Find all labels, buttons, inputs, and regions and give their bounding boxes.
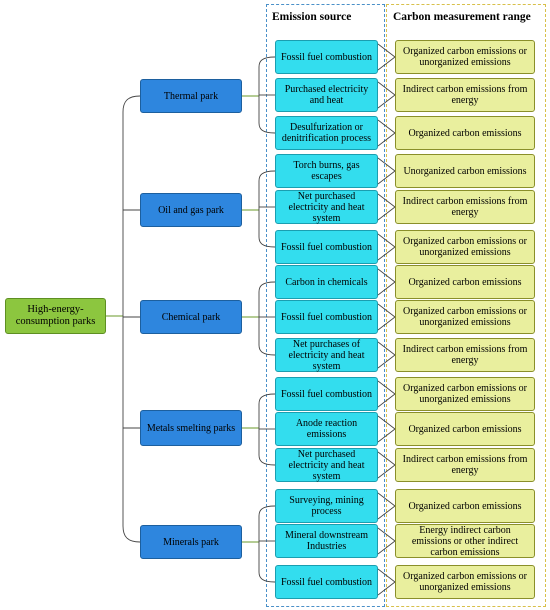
source-to-range-arrow [377,527,396,555]
park-node: Oil and gas park [140,193,242,227]
measurement-range-box: Indirect carbon emissions from energy [395,78,535,112]
source-bracket [258,393,276,466]
source-to-range-arrow [377,193,396,221]
emission-source-box: Surveying, mining process [275,489,378,523]
measurement-range-box: Energy indirect carbon emissions or othe… [395,524,535,558]
measurement-range-header: Carbon measurement range [393,11,531,23]
park-node: Metals smelting parks [140,410,242,446]
emission-source-box: Mineral downstream Industries [275,524,378,558]
park-node: Thermal park [140,79,242,113]
emission-source-box: Net purchases of electricity and heat sy… [275,338,378,372]
root-trunk [122,95,141,543]
source-to-range-arrow [377,81,396,109]
emission-source-box: Fossil fuel combustion [275,40,378,74]
measurement-range-box: Unorganized carbon emissions [395,154,535,188]
emission-source-box: Fossil fuel combustion [275,565,378,599]
source-bracket [258,505,276,583]
source-to-range-arrow [377,268,396,296]
emission-source-box: Fossil fuel combustion [275,230,378,264]
emission-source-box: Torch burns, gas escapes [275,154,378,188]
emission-source-box: Net purchased electricity and heat syste… [275,190,378,224]
source-bracket [258,281,276,356]
emission-source-box: Fossil fuel combustion [275,377,378,411]
measurement-range-box: Organized carbon emissions [395,489,535,523]
measurement-range-box: Organized carbon emissions or unorganize… [395,230,535,264]
park-node: Chemical park [140,300,242,334]
measurement-range-box: Indirect carbon emissions from energy [395,190,535,224]
source-to-range-arrow [377,341,396,369]
source-to-range-arrow [377,43,396,71]
emission-source-column-frame [266,4,385,607]
source-to-range-arrow [377,233,396,261]
emission-source-box: Fossil fuel combustion [275,300,378,334]
park-node: Minerals park [140,525,242,559]
measurement-range-box: Organized carbon emissions [395,265,535,299]
source-to-range-arrow [377,119,396,147]
measurement-range-box: Indirect carbon emissions from energy [395,338,535,372]
measurement-range-box: Organized carbon emissions [395,116,535,150]
emission-source-box: Carbon in chemicals [275,265,378,299]
measurement-range-box: Organized carbon emissions or unorganize… [395,565,535,599]
measurement-range-box: Organized carbon emissions [395,412,535,446]
emission-source-box: Anode reaction emissions [275,412,378,446]
source-to-range-arrow [377,380,396,408]
measurement-range-column-frame [386,4,546,607]
source-to-range-arrow [377,492,396,520]
measurement-range-box: Organized carbon emissions or unorganize… [395,40,535,74]
measurement-range-box: Organized carbon emissions or unorganize… [395,300,535,334]
emission-source-box: Purchased electricity and heat [275,78,378,112]
source-to-range-arrow [377,303,396,331]
emission-source-box: Desulfurization or denitrification proce… [275,116,378,150]
source-to-range-arrow [377,157,396,185]
measurement-range-box: Organized carbon emissions or unorganize… [395,377,535,411]
source-to-range-arrow [377,451,396,479]
root-node: High-energy-consumption parks [5,298,106,334]
source-bracket [258,170,276,248]
source-to-range-arrow [377,568,396,596]
emission-source-box: Net purchased electricity and heat syste… [275,448,378,482]
measurement-range-box: Indirect carbon emissions from energy [395,448,535,482]
emission-source-header: Emission source [272,11,352,23]
source-to-range-arrow [377,415,396,443]
